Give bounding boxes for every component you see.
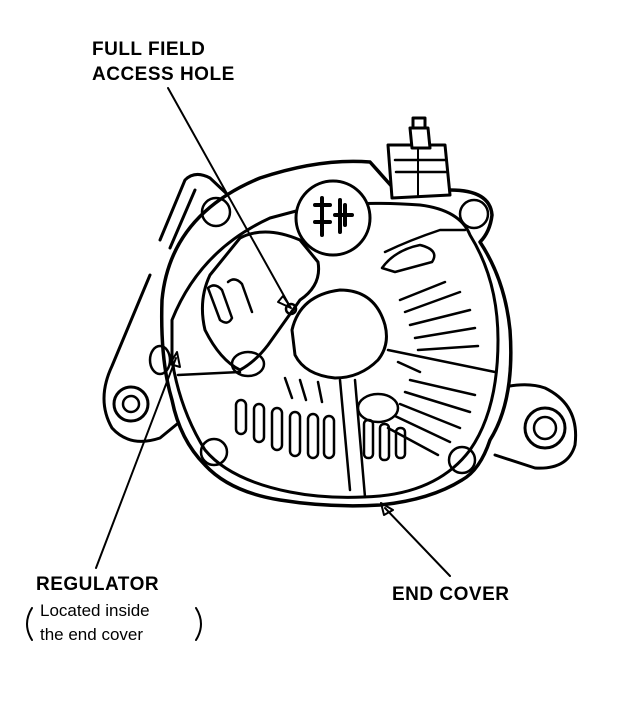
rectifier-cap: [294, 179, 372, 257]
regulator-leader: [95, 357, 177, 569]
vent-slots-right-upper: [398, 280, 480, 352]
regulator-note: Located inside the end cover: [26, 601, 202, 644]
vent-slots-center: [283, 360, 422, 404]
left-mounting-ear: [102, 273, 184, 443]
regulator-label: REGULATOR: [36, 574, 159, 595]
vent-slots-bottom-right: [362, 418, 407, 462]
leader-lines: [95, 87, 451, 577]
field-access-label-line2: ACCESS HOLE: [92, 64, 235, 85]
top-left-bracket: [158, 173, 230, 250]
end-cover-leader: [384, 507, 451, 577]
field-access-leader: [167, 87, 289, 304]
regulator-plate: [200, 230, 321, 372]
note-open-paren: [26, 607, 33, 641]
field-access-label-line1: FULL FIELD: [92, 39, 205, 60]
note-close-paren: [195, 607, 202, 641]
alternator-illustration: [102, 116, 578, 508]
outer-housing: [159, 159, 513, 508]
end-cover-label: END COVER: [392, 584, 509, 605]
vent-slots-bottom-left: [234, 398, 336, 460]
vent-slots-upper-left: [206, 278, 254, 324]
brush-holder: [290, 288, 388, 380]
regulator-note-line1: Located inside: [40, 601, 150, 620]
corner-bosses: [199, 196, 490, 475]
inner-bosses: [148, 344, 400, 424]
terminal-connector: [386, 116, 452, 200]
cover-dividers: [176, 228, 497, 499]
regulator-note-line2: the end cover: [40, 625, 143, 644]
right-mounting-ear: [484, 383, 578, 470]
